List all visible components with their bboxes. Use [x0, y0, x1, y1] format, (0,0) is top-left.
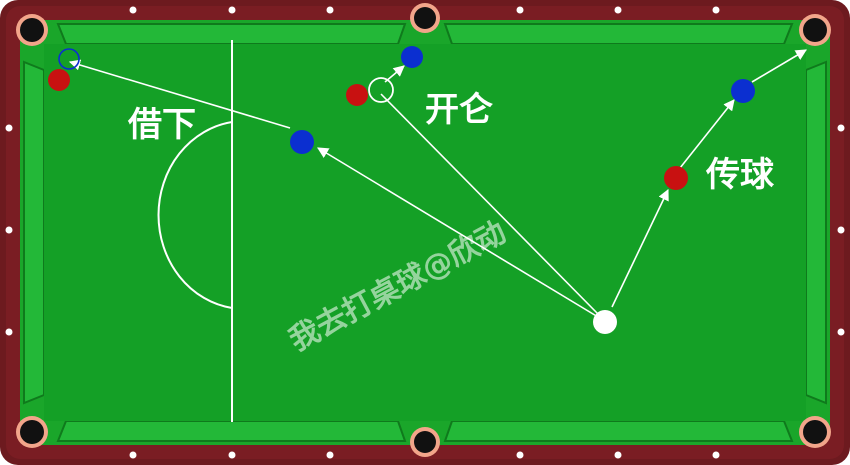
pockets: [16, 3, 831, 457]
label-bank: 借下: [128, 105, 196, 145]
blue-ball-break: [401, 46, 423, 68]
bank-object-path: [68, 59, 291, 129]
pass-second-ball-path: [751, 49, 807, 83]
bank-cue-path: [317, 147, 604, 321]
baulk-d: [157, 121, 233, 309]
label-pass: 传球: [706, 155, 774, 195]
blue-ball-pass: [731, 79, 755, 103]
break-cue-path: [380, 93, 599, 315]
red-ball-corner: [48, 69, 70, 91]
rail-diamonds: [5, 6, 845, 459]
blue-ball-bank: [290, 130, 314, 154]
cue-ball: [593, 310, 617, 334]
ghost-ball-break: [368, 77, 394, 103]
pass-first-ball-path: [679, 99, 735, 169]
pass-cue-path: [611, 188, 669, 308]
label-break: 开仑: [425, 90, 493, 130]
ghost-ball-bank: [58, 48, 80, 70]
shot-lines: [68, 49, 807, 321]
red-ball-break: [346, 84, 368, 106]
red-ball-pass: [664, 166, 688, 190]
